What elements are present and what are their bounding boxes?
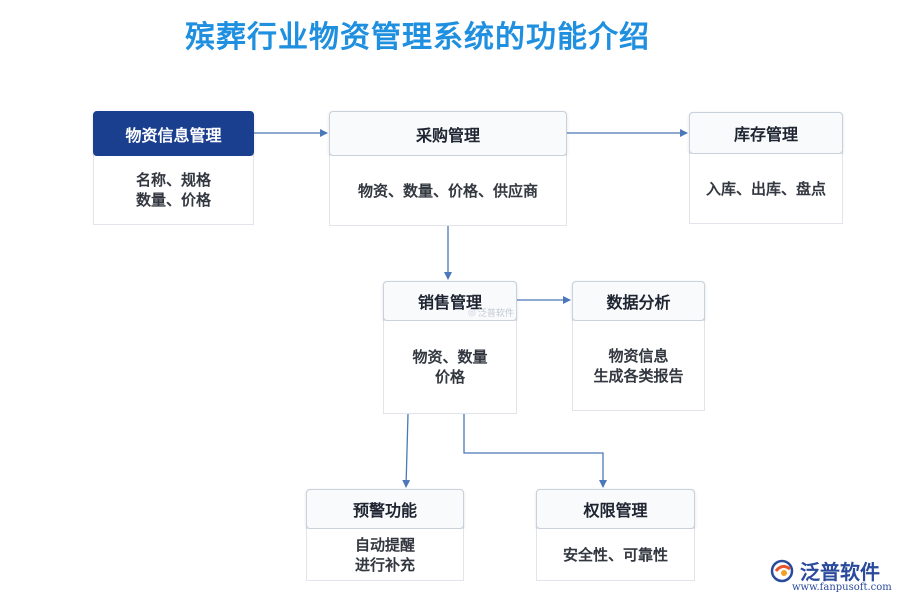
watermark-logo-icon: ◎ [468, 307, 476, 318]
inventory-body: 入库、出库、盘点 [689, 154, 843, 224]
material-info-header[interactable]: 物资信息管理 [93, 111, 254, 156]
material-info-line: 名称、规格 [135, 171, 211, 189]
permission-line: 安全性、可靠性 [562, 545, 668, 564]
arrow-sales-to-permission [463, 414, 607, 488]
warning-line: 自动提醒 [354, 535, 415, 554]
purchase-header[interactable]: 采购管理 [329, 111, 567, 156]
warning-line: 进行补充 [354, 555, 415, 574]
sales-header[interactable]: 销售管理 [383, 281, 517, 321]
inventory-line: 入库、出库、盘点 [705, 179, 826, 198]
analysis-line: 物资信息 [608, 346, 669, 365]
permission-header[interactable]: 权限管理 [536, 489, 695, 529]
analysis-body: 物资信息 生成各类报告 [572, 321, 705, 411]
watermark: ◎ 泛普软件 [468, 306, 514, 320]
purchase-line: 物资、数量、价格、供应商 [357, 181, 538, 200]
watermark-text: 泛普软件 [477, 309, 514, 319]
brand-url: www.fanpusoft.com [792, 582, 892, 593]
page-title: 殡葬行业物资管理系统的功能介绍 [185, 20, 650, 55]
warning-body: 自动提醒 进行补充 [306, 529, 464, 581]
analysis-header[interactable]: 数据分析 [572, 281, 705, 321]
sales-line: 物资、数量 [412, 348, 488, 366]
sales-line: 价格 [434, 368, 465, 386]
brand-name: 泛普软件 [800, 560, 880, 584]
sales-body: 物资、数量 价格 [383, 321, 517, 414]
material-info-body: 名称、规格 数量、价格 [93, 156, 254, 225]
permission-body: 安全性、可靠性 [536, 529, 695, 581]
analysis-line: 生成各类报告 [593, 366, 684, 385]
material-info-line: 数量、价格 [135, 191, 211, 209]
brand-logo-icon [770, 559, 794, 582]
arrow-sales-to-warning [402, 413, 411, 488]
purchase-body: 物资、数量、价格、供应商 [329, 156, 567, 226]
brand-logo: 泛普软件 [770, 556, 880, 585]
inventory-header[interactable]: 库存管理 [689, 112, 843, 154]
warning-header[interactable]: 预警功能 [306, 489, 464, 529]
